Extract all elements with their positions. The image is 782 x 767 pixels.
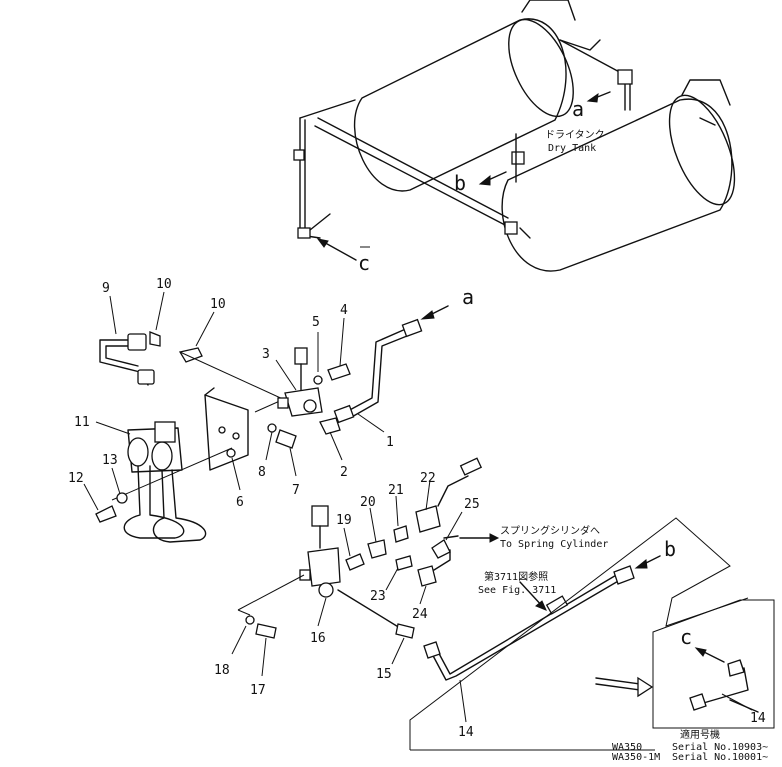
bolt-4 [327,363,351,381]
dry-tank-label-jp: ドライタンク [545,129,605,141]
callout-6: 6 [236,495,244,510]
callout-15: 15 [376,667,392,682]
washer-5 [313,375,323,385]
letter-b-right: b [664,537,676,561]
valve-22 [415,457,483,533]
bolt-17 [255,623,277,639]
pipe-14 [423,565,635,681]
callout-16: 16 [310,631,326,646]
bolt-7 [275,429,297,449]
callout-5: 5 [312,315,320,330]
callout-10a: 10 [156,277,172,292]
washer-8 [267,423,277,433]
callout-23: 23 [370,589,386,604]
fig-ref-jp: 第3711図参照 [484,570,548,583]
letter-a-right: a [462,285,474,309]
callout-9: 9 [102,281,110,296]
letter-a-top: a [572,97,584,121]
elbow-25 [431,535,459,559]
spring-label-en: To Spring Cylinder [500,539,608,550]
applicability-model-2: WA350-1M [612,752,660,762]
callout-3: 3 [262,347,270,362]
washer-18 [245,615,255,625]
dry-tank-rear [353,0,601,192]
fitting-23 [395,555,413,571]
callout-19: 19 [336,513,352,528]
callout-2: 2 [340,465,348,480]
applicability-serial-2: 10001~ [732,752,768,762]
fitting-21 [393,525,409,543]
callout-22: 22 [420,471,436,486]
valve-16 [299,505,341,598]
applicability-serial-label-2: Serial No. [672,752,732,762]
washer-13 [116,492,128,504]
horn-assembly [99,331,286,543]
dry-tank-label-en: Dry Tank [548,143,596,154]
pipe-1 [333,318,423,424]
dry-tank-front [501,79,736,272]
callout-8: 8 [258,465,266,480]
letter-c-inset: c [680,625,692,649]
callout-21: 21 [388,483,404,498]
letter-b-top: b [454,171,466,195]
callout-11: 11 [74,415,90,430]
inset-box: c [652,599,775,729]
valve-3 [277,347,323,417]
callout-7: 7 [292,483,300,498]
applicability-serial-label-1: Serial No. [672,742,732,753]
letter-c-left: c [358,251,370,275]
bolt-12 [95,505,117,523]
callout-13: 13 [102,453,118,468]
callout-14-inset: 14 [750,711,766,726]
fitting-19 [345,553,365,571]
hose-24 [417,549,451,587]
elbow-2 [319,417,341,435]
applicability-title: 適用号機 [680,728,720,741]
callout-10b: 10 [210,297,226,312]
fig-ref-en: See Fig. 3711 [478,585,556,596]
callout-24: 24 [412,607,428,622]
fitting-20 [367,539,387,559]
tank-piping [293,39,633,239]
callout-20: 20 [360,495,376,510]
applicability-serial-1: 10903~ [732,742,768,753]
pipe-15 [337,589,415,639]
spring-label-jp: スプリングシリンダへ [500,524,600,537]
callout-4: 4 [340,303,348,318]
callout-1: 1 [386,435,394,450]
callout-12: 12 [68,471,84,486]
callout-14: 14 [458,725,474,740]
callout-17: 17 [250,683,266,698]
applicability-model-1: WA350 [612,742,642,753]
dry-tank-assembly: a b c ドライタンク Dry Tank [293,0,736,275]
tank-connection-arrows [316,91,611,261]
callout-18: 18 [214,663,230,678]
callout-25: 25 [464,497,480,512]
callouts: 1 2 3 4 5 6 7 8 9 10 10 11 12 [68,277,766,740]
